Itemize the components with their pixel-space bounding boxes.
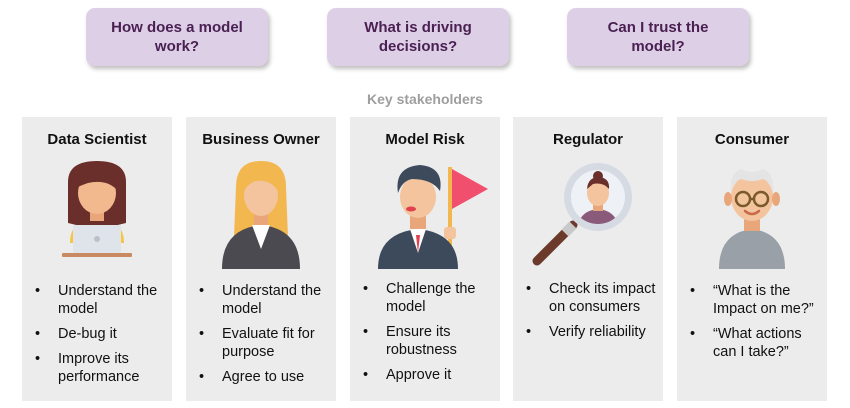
bullet-list: Check its impact on consumers Verify rel… — [523, 280, 657, 348]
card-title: Model Risk — [385, 131, 465, 148]
card-title: Regulator — [552, 131, 623, 148]
key-stakeholders-label: Key stakeholders — [367, 91, 483, 107]
list-item: Check its impact on consumers — [523, 280, 657, 316]
list-item: De-bug it — [32, 325, 166, 343]
question-driving-decisions: What is driving decisions? — [327, 8, 509, 66]
card-title: Consumer — [714, 131, 790, 148]
question-model-work: How does a model work? — [86, 8, 268, 66]
card-business-owner: Business Owner Understand the model Eval… — [186, 117, 336, 401]
card-data-scientist: Data Scientist Understand the model De-b… — [22, 117, 172, 401]
list-item: Verify reliability — [523, 323, 657, 341]
bullet-list: Understand the model Evaluate fit for pu… — [196, 282, 330, 393]
woman-with-laptop-icon — [62, 161, 132, 257]
question-trust-model: Can I trust the model? — [567, 8, 749, 66]
list-item: Agree to use — [196, 368, 330, 386]
list-item: “What is the Impact on me?” — [687, 282, 821, 318]
list-item: “What actions can I take?” — [687, 325, 821, 361]
bullet-list: “What is the Impact on me?” “What action… — [687, 282, 821, 368]
card-model-risk: Model Risk Challenge the model Ensure it… — [350, 117, 500, 401]
list-item: Evaluate fit for purpose — [196, 325, 330, 361]
card-title: Business Owner — [202, 131, 320, 148]
businesswoman-icon — [222, 161, 300, 269]
list-item: Improve its performance — [32, 350, 166, 386]
list-item: Approve it — [360, 366, 494, 384]
magnifier-person-icon — [532, 163, 632, 266]
list-item: Ensure its robustness — [360, 323, 494, 359]
card-regulator: Regulator Check its impact on consumers … — [513, 117, 663, 401]
list-item: Challenge the model — [360, 280, 494, 316]
card-title: Data Scientist — [47, 131, 147, 148]
elderly-man-icon — [719, 169, 785, 269]
man-with-flag-icon — [378, 165, 488, 269]
list-item: Understand the model — [32, 282, 166, 318]
bullet-list: Challenge the model Ensure its robustnes… — [360, 280, 494, 391]
list-item: Understand the model — [196, 282, 330, 318]
bullet-list: Understand the model De-bug it Improve i… — [32, 282, 166, 393]
card-consumer: Consumer “What is the Impact on me?” “Wh… — [677, 117, 827, 401]
